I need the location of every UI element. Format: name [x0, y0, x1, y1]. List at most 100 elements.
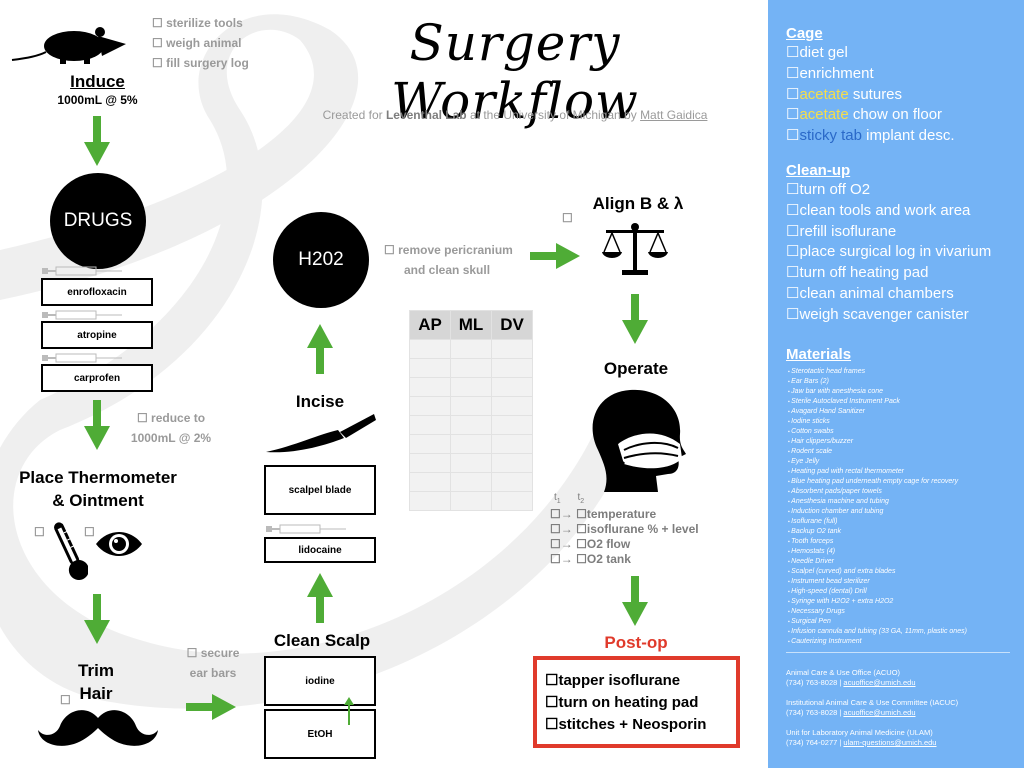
mouse-icon: [11, 27, 126, 64]
thermometer-check[interactable]: ☐: [34, 525, 45, 539]
materials-heading: Materials: [786, 346, 852, 363]
credit-prefix: Created for: [322, 108, 386, 122]
contact-acuo: Animal Care & Use Office (ACUO) (734) 76…: [786, 668, 916, 687]
coord-cell[interactable]: [491, 434, 533, 454]
coord-cell[interactable]: [491, 358, 533, 378]
cage-item[interactable]: ☐diet gel: [786, 44, 848, 61]
material-item: ▪ High-speed (dental) Drill: [788, 588, 867, 595]
coord-cell[interactable]: [409, 415, 451, 435]
coord-header-ml: ML: [450, 310, 492, 340]
coord-cell[interactable]: [491, 396, 533, 416]
contact-email-link[interactable]: acuoffice@umich.edu: [843, 708, 916, 717]
material-item: ▪ Anesthesia machine and tubing: [788, 498, 889, 505]
postop-box: ☐tapper isoflurane ☐turn on heating pad …: [533, 656, 740, 748]
prep-check-item[interactable]: ☐ sterilize tools: [152, 16, 243, 30]
bullet-icon: ▪: [788, 499, 792, 505]
reduce-check[interactable]: ☐ reduce to 1000mL @ 2%: [130, 411, 212, 445]
material-item: ▪ Syringe with H2O2 + extra H2O2: [788, 598, 894, 605]
monitor-item[interactable]: ☐→ ☐O2 tank: [550, 552, 631, 566]
bullet-icon: ▪: [788, 419, 792, 425]
cleanup-item[interactable]: ☐refill isoflurane: [786, 222, 897, 240]
bullet-icon: ▪: [788, 479, 792, 485]
clean-scalp-label: Clean Scalp: [273, 631, 371, 650]
coord-cell[interactable]: [450, 377, 492, 397]
coord-cell[interactable]: [491, 491, 533, 511]
bullet-icon: ▪: [788, 609, 792, 615]
cage-item[interactable]: ☐acetate sutures: [786, 85, 903, 103]
bullet-icon: ▪: [788, 599, 792, 605]
coord-cell[interactable]: [409, 434, 451, 454]
bullet-icon: ▪: [788, 629, 792, 635]
coord-cell[interactable]: [409, 453, 451, 473]
coord-cell[interactable]: [409, 358, 451, 378]
postop-item[interactable]: ☐turn on heating pad: [545, 694, 699, 711]
cleanup-item[interactable]: ☐turn off O2: [786, 181, 871, 198]
bullet-icon: ▪: [788, 509, 792, 515]
arrow-down-icon: [84, 594, 110, 644]
postop-item[interactable]: ☐stitches + Neosporin: [545, 716, 707, 733]
monitor-item[interactable]: ☐→ ☐O2 flow: [550, 537, 631, 551]
iodine-box: iodine: [264, 656, 376, 706]
coord-cell[interactable]: [491, 472, 533, 492]
cleanup-item[interactable]: ☐place surgical log in vivarium: [786, 243, 992, 261]
cleanup-item[interactable]: ☐clean animal chambers: [786, 284, 954, 302]
coord-cell[interactable]: [450, 358, 492, 378]
coord-cell[interactable]: [409, 339, 451, 359]
syringe-icon: [42, 266, 122, 276]
bullet-icon: ▪: [788, 429, 792, 435]
cleanup-item[interactable]: ☐clean tools and work area: [786, 201, 971, 219]
coord-cell[interactable]: [491, 453, 533, 473]
coord-cell[interactable]: [450, 396, 492, 416]
material-item: ▪ Eye Jelly: [788, 458, 820, 465]
material-item: ▪ Ear Bars (2): [788, 378, 829, 385]
ear-bars-check[interactable]: ☐ secure ear bars: [186, 646, 240, 680]
prep-check-item[interactable]: ☐ fill surgery log: [152, 56, 249, 70]
pericranium-check[interactable]: ☐ remove pericranium and clean skull: [384, 243, 513, 277]
contact-email-link[interactable]: acuoffice@umich.edu: [843, 678, 916, 687]
coord-cell[interactable]: [450, 472, 492, 492]
trim-hair-check[interactable]: ☐: [60, 693, 71, 707]
material-item: ▪ Isoflurane (full): [788, 518, 838, 525]
coordinates-table: AP ML DV: [409, 310, 533, 511]
material-item: ▪ Absorbent pads/paper towels: [788, 488, 882, 495]
cage-item[interactable]: ☐enrichment: [786, 64, 874, 82]
bullet-icon: ▪: [788, 519, 792, 525]
coord-cell[interactable]: [409, 377, 451, 397]
coord-cell[interactable]: [491, 377, 533, 397]
material-item: ▪ Tooth forceps: [788, 538, 834, 545]
coord-cell[interactable]: [491, 415, 533, 435]
monitor-item[interactable]: ☐→ ☐isoflurane % + level: [550, 522, 699, 536]
ointment-check[interactable]: ☐: [84, 525, 95, 539]
h2o2-circle: H202: [273, 212, 369, 308]
prep-check-item[interactable]: ☐ weigh animal: [152, 36, 242, 50]
coord-cell[interactable]: [450, 453, 492, 473]
material-item: ▪ Blue heating pad underneath empty cage…: [788, 478, 959, 485]
cleanup-item[interactable]: ☐turn off heating pad: [786, 264, 929, 282]
monitor-item[interactable]: ☐→ ☐temperature: [550, 507, 657, 521]
postop-item[interactable]: ☐tapper isoflurane: [545, 672, 681, 689]
coord-cell[interactable]: [491, 339, 533, 359]
coord-cell[interactable]: [450, 434, 492, 454]
cleanup-item[interactable]: ☐weigh scavenger canister: [786, 305, 969, 323]
coord-cell[interactable]: [450, 415, 492, 435]
cage-item[interactable]: ☐sticky tab implant desc.: [786, 127, 955, 145]
coord-cell[interactable]: [409, 491, 451, 511]
coord-cell[interactable]: [409, 396, 451, 416]
coord-cell[interactable]: [450, 339, 492, 359]
mustache-icon: [38, 710, 158, 746]
syringe-icon: [42, 353, 122, 363]
sidebar-divider: [786, 652, 1010, 653]
cage-item[interactable]: ☐acetate chow on floor: [786, 106, 943, 124]
coord-cell[interactable]: [409, 472, 451, 492]
contact-email-link[interactable]: ulam-questions@umich.edu: [843, 738, 937, 747]
coord-header-dv: DV: [491, 310, 533, 340]
material-item: ▪ Backup O2 tank: [788, 528, 841, 535]
page-title: Surgery Workflow: [391, 14, 639, 130]
coord-cell[interactable]: [450, 491, 492, 511]
arrow-down-icon: [622, 294, 648, 344]
credit-author-link[interactable]: Matt Gaidica: [640, 108, 708, 122]
bullet-icon: ▪: [788, 579, 792, 585]
incise-label: Incise: [295, 392, 345, 411]
align-check[interactable]: ☐: [562, 211, 573, 225]
contact-iacuc: Institutional Animal Care & Use Committe…: [786, 698, 959, 717]
